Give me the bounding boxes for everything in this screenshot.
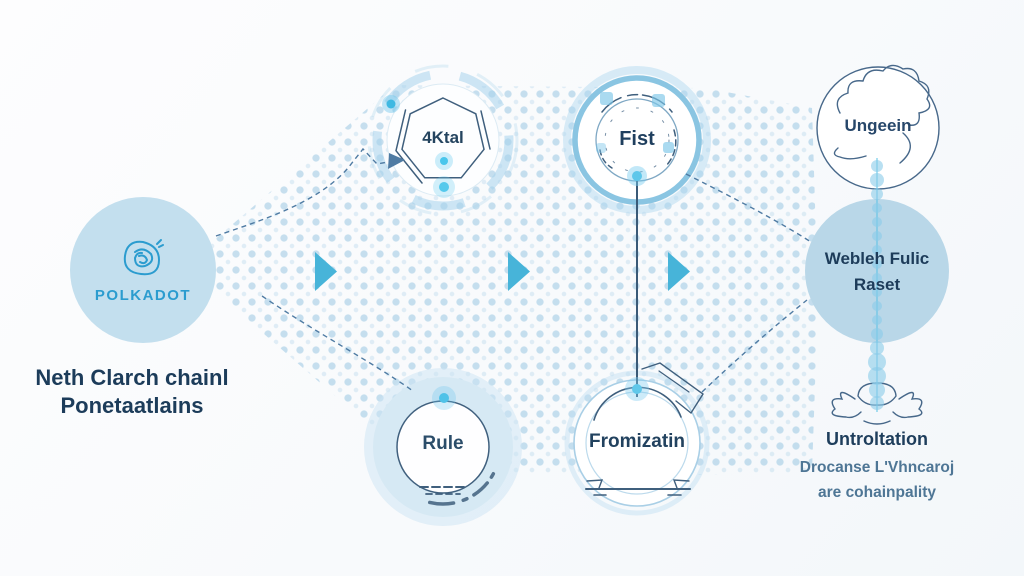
fromizatin-base-right bbox=[672, 479, 690, 489]
flow-arrow-3-icon bbox=[668, 252, 690, 291]
node-label-ungeein: Ungeein bbox=[844, 116, 912, 135]
dashed-link-fromizatin-to-webleh bbox=[701, 299, 808, 393]
fist-right-arc bbox=[665, 129, 677, 167]
ungeein-right-arc bbox=[899, 132, 911, 164]
source-caption: Neth Clarch chainl Ponetaatlains bbox=[22, 364, 242, 419]
ungeein-left-hook bbox=[833, 147, 867, 160]
dashed-link-fist-to-webleh bbox=[685, 173, 812, 243]
bead-chain-connector bbox=[868, 158, 886, 412]
ribbon-inner-line bbox=[658, 370, 690, 393]
node-label-4ktal: 4Ktal bbox=[422, 128, 464, 147]
polkadot-node: POLKADOT bbox=[70, 197, 216, 343]
dashed-arc-rule-icon bbox=[384, 388, 502, 506]
vertical-connectors bbox=[432, 152, 649, 410]
fist-accent-squares bbox=[596, 92, 674, 153]
node-label-rule: Rule bbox=[422, 433, 464, 454]
node-label-fist: Fist bbox=[619, 128, 655, 150]
source-caption-line1: Neth Clarch chainl bbox=[35, 365, 229, 390]
ribbon-sketch-icon bbox=[641, 362, 704, 415]
dashed-link-arrowhead-icon bbox=[388, 153, 405, 169]
dashed-link-polkadot-to-rule bbox=[261, 295, 414, 392]
node-label-untroltation: Untroltation bbox=[826, 429, 928, 449]
dashed-link-polkadot-to-4ktal bbox=[215, 147, 394, 237]
cloud-sketch-icon bbox=[836, 64, 931, 126]
heptagon-echo-left bbox=[395, 109, 423, 184]
flow-arrow-1-icon bbox=[315, 252, 337, 291]
node-label-webleh: Webleh Fulic Raset bbox=[797, 246, 957, 297]
node-label-webleh-line1: Webleh Fulic bbox=[824, 249, 930, 268]
polkadot-label: POLKADOT bbox=[94, 287, 192, 304]
flow-arrows bbox=[315, 252, 690, 291]
sketch-decorations bbox=[384, 64, 931, 506]
accent-dot-icon bbox=[386, 99, 396, 109]
node-sublabel-untroltation: Drocanse L'Vhncaroj are cohainpality bbox=[767, 456, 987, 506]
node-label-webleh-line2: Raset bbox=[853, 274, 901, 294]
node-sublabel-line2: are cohainpality bbox=[817, 483, 936, 501]
fist-left-arc bbox=[599, 149, 613, 169]
fist-tick-ring bbox=[604, 107, 670, 173]
flow-arrow-2-icon bbox=[508, 252, 530, 291]
heptagon-echo-right bbox=[480, 110, 491, 150]
node-label-fromizatin: Fromizatin bbox=[588, 431, 686, 452]
source-caption-line2: Ponetaatlains bbox=[60, 392, 204, 418]
halo-ring-4ktal-outer bbox=[367, 64, 519, 216]
fromizatin-base-left bbox=[586, 479, 604, 489]
dashed-links bbox=[215, 147, 812, 393]
polkadot-scribble-icon bbox=[123, 239, 164, 276]
node-sublabel-line1: Drocanse L'Vhncaroj bbox=[799, 459, 955, 476]
